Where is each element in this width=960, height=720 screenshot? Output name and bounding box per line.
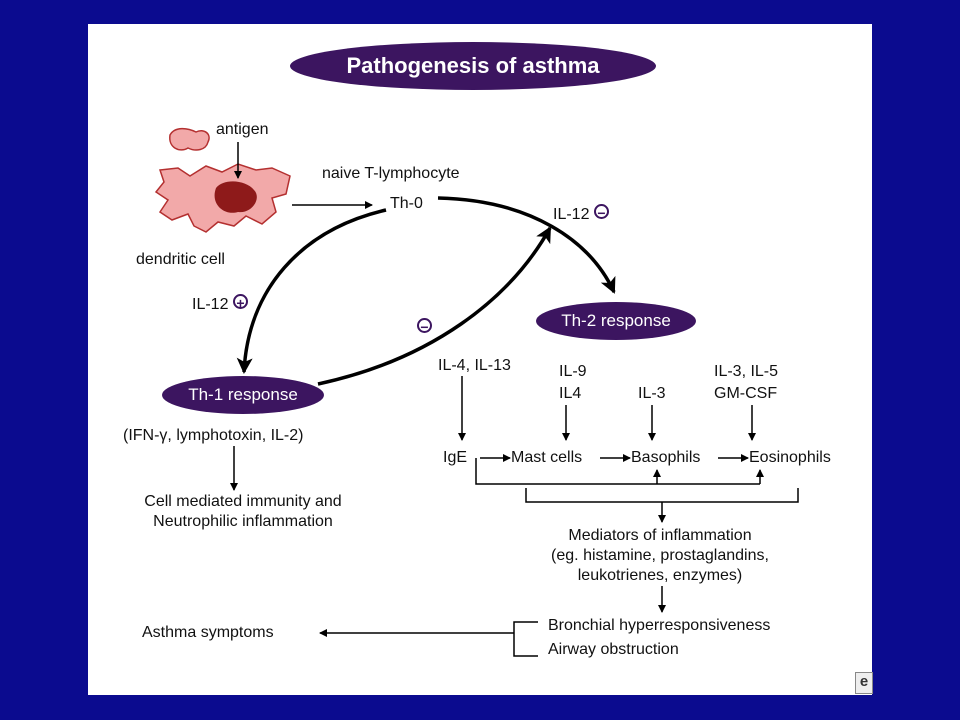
antigen-label: antigen — [216, 121, 269, 138]
il4-il13-label: IL-4, IL-13 — [438, 357, 511, 374]
il12-plus-label: IL-12 + — [192, 294, 248, 315]
dendritic-core-shape — [214, 181, 257, 213]
airway-label: Airway obstruction — [548, 641, 679, 658]
th2-label: Th-2 response — [561, 311, 671, 330]
il3-il5-label: IL-3, IL-5 — [714, 363, 779, 380]
naive-t-label: naive T-lymphocyte — [322, 165, 460, 182]
il4-label: IL4 — [559, 385, 582, 402]
cell-mediated-label: Cell mediated immunity and Neutrophilic … — [112, 492, 374, 532]
th1-label: Th-1 response — [188, 385, 298, 404]
mediators-line-3: leukotrienes, enzymes) — [577, 567, 743, 584]
plus-sign-icon: + — [232, 294, 248, 310]
eosinophils-label: Eosinophils — [749, 449, 831, 466]
inhibit-sign-icon: − — [417, 318, 432, 334]
title-oval: Pathogenesis of asthma — [290, 42, 656, 90]
il12-minus-text: IL-12 — [553, 206, 590, 223]
il3-label: IL-3 — [638, 385, 666, 402]
dendritic-label: dendritic cell — [136, 251, 225, 268]
th1-oval: Th-1 response — [162, 376, 324, 414]
il12-minus-label: IL-12 − — [553, 204, 609, 225]
il9-label: IL-9 — [559, 363, 587, 380]
mediators-line-2: (eg. histamine, prostaglandins, — [551, 547, 769, 564]
il12-plus-text: IL-12 — [192, 296, 229, 313]
asthma-symptoms-label: Asthma symptoms — [142, 624, 274, 641]
corner-logo-icon: e — [855, 672, 873, 694]
gm-csf-label: GM-CSF — [714, 385, 778, 402]
ige-label: IgE — [443, 449, 468, 466]
mediators-line-1: Mediators of inflammation — [568, 527, 752, 544]
th2-oval: Th-2 response — [536, 302, 696, 340]
antigen-shape — [169, 127, 210, 151]
th0-label: Th-0 — [390, 195, 423, 212]
bronchial-label: Bronchial hyperresponsiveness — [548, 617, 771, 634]
minus-sign-icon: − — [593, 204, 609, 220]
cell-mediated-line-1: Cell mediated immunity and — [144, 493, 342, 510]
mast-cells-label: Mast cells — [511, 449, 583, 466]
mediators-label: Mediators of inflammation (eg. histamine… — [500, 526, 820, 586]
page-title: Pathogenesis of asthma — [346, 53, 600, 78]
slide-canvas — [88, 24, 872, 695]
basophils-label: Basophils — [631, 449, 701, 466]
th1-cytokines-label: (IFN-γ, lymphotoxin, IL-2) — [123, 427, 304, 444]
cell-mediated-line-2: Neutrophilic inflammation — [153, 513, 333, 530]
